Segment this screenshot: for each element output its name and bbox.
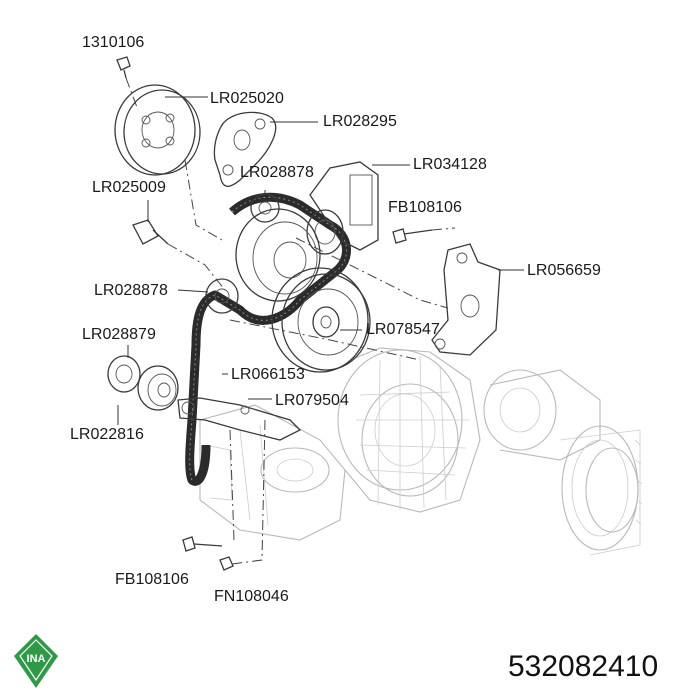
crank-pulley (114, 84, 201, 176)
upper-bracket (213, 111, 277, 187)
label-top-bolt: 1310106 (82, 34, 144, 51)
label-lower-idler: LR028878 (94, 282, 168, 299)
alternator-ghost (337, 347, 481, 513)
catalog-number: 532082410 (508, 650, 658, 683)
bottom-nut-icon (219, 556, 234, 571)
label-idler-bolt: LR025009 (92, 179, 166, 196)
lower-bracket (177, 397, 302, 441)
bottom-bolt-icon (182, 536, 223, 552)
leader-lines (117, 96, 524, 425)
label-tensioner: LR034128 (413, 156, 487, 173)
assembly-lines (125, 77, 456, 565)
crankshaft-ghost (483, 369, 643, 556)
label-crank-pulley: LR025020 (210, 90, 284, 107)
damper-pulley (271, 267, 371, 373)
label-roller: LR022816 (70, 426, 144, 443)
right-bracket (431, 243, 501, 356)
label-right-bracket: LR056659 (527, 262, 601, 279)
label-belt: LR066153 (231, 366, 305, 383)
ina-logo-shape (14, 634, 58, 688)
compressor-ghost (199, 404, 346, 541)
label-damper: LR078547 (366, 321, 440, 338)
label-bottom-nut: FN108046 (214, 588, 289, 605)
label-bottom-bolt: FB108106 (115, 571, 189, 588)
label-cover: LR028879 (82, 326, 156, 343)
drive-belt (185, 192, 351, 486)
label-upper-idler: LR028878 (240, 164, 314, 181)
top-bolt-icon (116, 56, 131, 79)
label-upper-bracket: LR028295 (323, 113, 397, 130)
ina-logo: INA (14, 634, 58, 688)
idler-bolt-icon (132, 219, 169, 245)
water-pump-pulley (235, 208, 321, 302)
idler-roller (137, 365, 179, 411)
pulley-cover (107, 355, 141, 393)
lower-idler-pulley (205, 278, 239, 314)
label-lower-bracket: LR079504 (275, 392, 349, 409)
label-right-bolt: FB108106 (388, 199, 462, 216)
ina-logo-text: INA (27, 653, 46, 665)
right-bolt-icon (392, 228, 433, 244)
